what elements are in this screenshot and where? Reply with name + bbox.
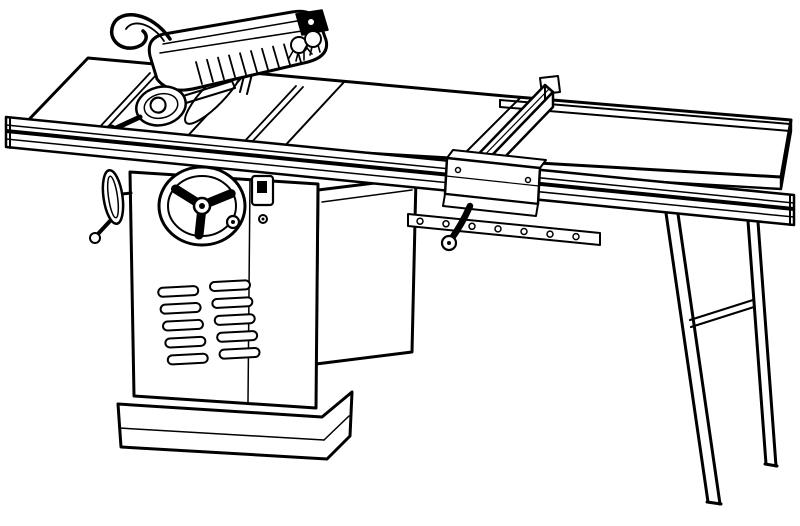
fence-head-lip <box>442 193 539 217</box>
switch-toggle <box>257 181 267 193</box>
extension-legs <box>664 211 779 506</box>
height-handwheel <box>157 165 247 247</box>
guard-curl-arm-inner <box>125 22 165 42</box>
blade-guard-assembly <box>109 9 329 95</box>
front-rail-line-upper <box>5 124 795 204</box>
cabinet-door-seam <box>247 179 251 403</box>
fence-head-assembly <box>407 149 601 252</box>
miter-gauge-knob-swirl <box>150 97 167 114</box>
fence-lock-handle <box>448 202 474 242</box>
tilt-wheel-shaft <box>120 191 133 196</box>
cabinet-base-plinth <box>116 390 354 461</box>
miter-gauge <box>104 80 236 138</box>
rail-adjuster-bar <box>407 213 601 246</box>
leg-brace <box>688 298 756 329</box>
tilt-wheel-knob <box>89 232 101 244</box>
miter-gauge-scale <box>143 92 179 120</box>
cabinet <box>89 165 418 461</box>
handwheel-crank-dot <box>231 220 235 224</box>
handwheel-spokes <box>171 184 236 240</box>
front-rail-line-lower <box>5 138 795 218</box>
guard-body <box>147 9 329 92</box>
switch-indicator-dot <box>261 217 265 221</box>
tilt-wheel-inner <box>106 175 120 219</box>
guard-top-ribs <box>159 20 303 54</box>
miter-slot-right <box>242 85 304 145</box>
leg-far <box>746 219 779 468</box>
cabinet-base-groove <box>118 427 325 441</box>
tilt-wheel-rim <box>101 168 125 226</box>
cabinet-side-seam <box>321 189 413 203</box>
cabinet-vents <box>157 279 261 366</box>
guard-mount-bolt <box>308 19 314 25</box>
fence-head-seam <box>445 175 540 187</box>
handwheel-hub-dot <box>199 203 205 209</box>
adjuster-holes <box>416 217 580 241</box>
guard-curl-arm <box>109 13 172 50</box>
tilt-handwheel <box>89 168 133 244</box>
tilt-wheel-crank <box>95 219 112 237</box>
cabinet-base-groove-side <box>323 415 350 441</box>
cabinet-side-face <box>314 176 418 366</box>
front-rail-dark-groove <box>6 129 794 211</box>
leg-near <box>664 211 723 506</box>
miter-gauge-bar <box>182 80 236 104</box>
guard-comb-ribs <box>195 41 302 85</box>
anti-kickback-pawl-2 <box>302 30 322 56</box>
fence-lock-ball-dot <box>447 241 451 245</box>
table-wing-joint-right <box>280 80 346 151</box>
power-switch <box>250 174 275 224</box>
fence-head-bolt-left <box>454 166 462 174</box>
miter-slot-left <box>95 72 158 133</box>
fence-head-bolt-right <box>524 176 532 184</box>
